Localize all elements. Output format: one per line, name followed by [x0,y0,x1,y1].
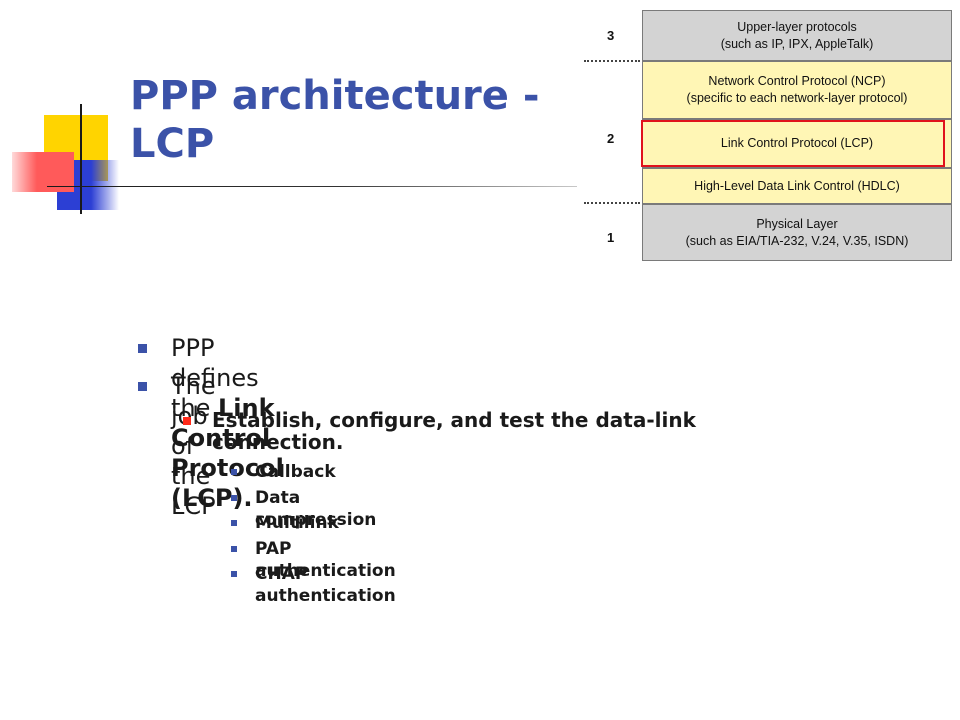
bullet-marker [231,571,237,577]
bullet-item: PPP defines the Link Control Protocol (L… [138,333,284,513]
layer-divider-dots [584,202,640,204]
bullet-marker [138,382,147,391]
slide-title: PPP architecture - LCP [130,73,540,167]
list-item: Callback [231,461,336,483]
list-item-text: Multilink [255,513,339,533]
sub-bullet-item: Establish, configure, and test the data-… [183,408,812,454]
layer-upper-protocols: Upper-layer protocols (such as IP, IPX, … [642,10,952,61]
bullet-marker [231,495,237,501]
title-underline [47,186,577,187]
layer-physical-line1: Physical Layer [756,216,838,231]
ppp-layer-diagram: Upper-layer protocols (such as IP, IPX, … [578,8,956,264]
list-item: Data compression [231,487,377,531]
layer-upper-line2: (such as IP, IPX, AppleTalk) [720,36,874,51]
layer-ncp-line2: (specific to each network-layer protocol… [686,91,908,105]
bullet-marker [231,546,237,552]
layer-hdlc: High-Level Data Link Control (HDLC) [642,168,952,204]
list-item: PAP authentication [231,538,396,582]
bullet-marker [231,520,237,526]
bullet-item: The job of the LCP [138,371,216,521]
list-item-text: Callback [255,462,336,482]
list-item: Multilink [231,512,339,534]
list-item-text: CHAP authentication [255,564,396,606]
layer-lcp-line1: Link Control Protocol (LCP) [720,136,874,150]
deco-red-square [12,152,74,192]
bullet-marker [231,469,237,475]
list-item-text: PAP authentication [255,539,396,581]
lcp-highlight-box [641,120,945,167]
layer-ncp-line1: Network Control Protocol (NCP) [708,74,886,88]
sub-bullet-text: Establish, configure, and test the data-… [212,408,696,454]
bullet-marker [138,344,147,353]
layer-upper-line1: Upper-layer protocols [737,19,857,34]
list-item: CHAP authentication [231,563,396,607]
deco-vertical-line [80,104,82,214]
bullet-marker [183,417,191,425]
layer-number-3: 3 [607,28,615,43]
bullet-text: The job of the LCP [171,372,216,520]
layer-number-2: 2 [607,131,615,146]
layer-number-1: 1 [607,230,615,245]
list-item-text: Data compression [255,488,377,530]
layer-lcp: Link Control Protocol (LCP) [642,119,952,168]
bullet-bold-text: Link Control Protocol (LCP). [171,394,284,512]
layer-ncp: Network Control Protocol (NCP) (specific… [642,61,952,119]
layer-physical-line2: (such as EIA/TIA-232, V.24, V.35, ISDN) [685,233,909,248]
layer-physical: Physical Layer (such as EIA/TIA-232, V.2… [642,204,952,261]
layer-hdlc-line1: High-Level Data Link Control (HDLC) [694,178,900,193]
layer-divider-dots [584,60,640,62]
